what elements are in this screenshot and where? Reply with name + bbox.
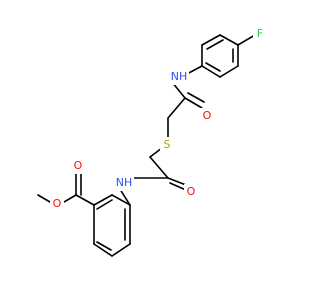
bond <box>111 243 131 257</box>
atom-o-upper: O <box>203 109 212 122</box>
bond <box>206 39 224 50</box>
bond <box>205 62 221 72</box>
bond <box>149 156 169 179</box>
bond <box>111 194 131 206</box>
atom-nh-upper: NH <box>171 70 188 83</box>
atom-s: S <box>164 138 171 151</box>
bond <box>187 92 205 103</box>
bond <box>201 34 221 46</box>
bond <box>237 34 256 46</box>
bond <box>219 34 239 46</box>
bond <box>184 97 203 109</box>
bond <box>75 194 95 206</box>
bond <box>93 243 113 257</box>
bond <box>219 65 239 78</box>
bond <box>96 241 112 251</box>
bond <box>169 182 187 191</box>
bond <box>37 194 51 203</box>
atom-f: F <box>257 27 263 40</box>
bond <box>63 194 77 203</box>
atom-o-lower: O <box>187 185 196 198</box>
molecule-structure: F NH O S NH O O O <box>37 26 267 257</box>
atom-o-ester-carbonyl: O <box>74 159 83 172</box>
bond <box>167 177 187 186</box>
bond <box>93 194 113 206</box>
bond <box>201 65 221 78</box>
bond <box>96 199 113 210</box>
bond <box>167 97 186 119</box>
atom-o-ester: O <box>53 197 62 210</box>
atom-nh-lower: NH <box>116 176 133 189</box>
atoms: F NH O S NH O O O <box>50 26 267 212</box>
bonds <box>37 34 256 257</box>
